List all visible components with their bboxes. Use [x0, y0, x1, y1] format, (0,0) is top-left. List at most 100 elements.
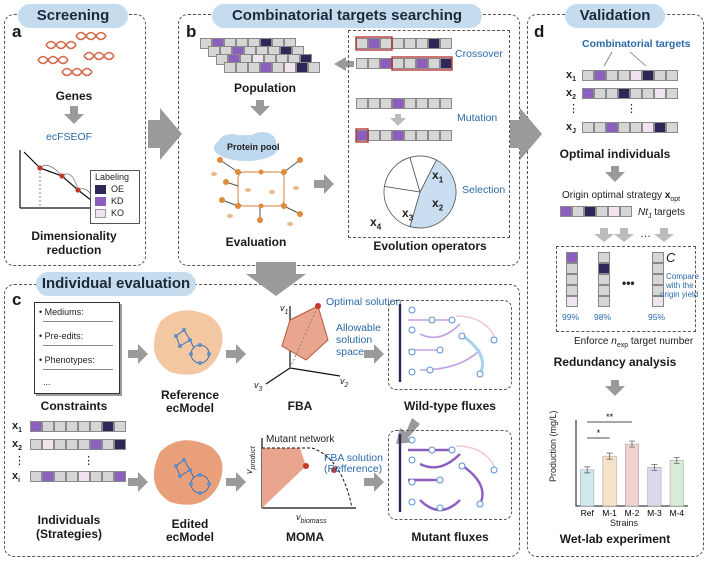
allowable-label-2: solution — [336, 334, 373, 346]
edited-label-2: ecModel — [165, 530, 214, 544]
doc-line — [43, 369, 113, 370]
arrow-a-to-b — [148, 108, 182, 160]
individuals-label-1: Individuals — [37, 513, 101, 527]
mutation-row-1 — [356, 98, 452, 109]
population-label: Population — [234, 81, 296, 95]
vcol-1 — [566, 252, 578, 307]
bar-Ref — [580, 469, 595, 507]
pie-label-x4: x4 — [370, 215, 382, 232]
individual-x1: x1 — [12, 420, 23, 435]
error-bar-Ref — [584, 466, 591, 474]
optimal-individuals-label: Optimal individuals — [559, 147, 671, 161]
tick-label-M-3: M-3 — [647, 508, 662, 518]
origin-strategy-label: Origin optimal strategy xopt — [562, 190, 681, 203]
allowable-label-1: Allowable — [336, 322, 381, 334]
dimensionality-label-1: Dimensionality — [31, 229, 117, 243]
genes-label: Genes — [55, 89, 93, 103]
evolution-operators-label: Evolution operators — [373, 239, 487, 253]
bar-M-2 — [625, 443, 639, 507]
mutant-network-label: Mutant network — [266, 434, 335, 445]
constraints-doc: • Mediums: • Pre-edits: • Phenotypes: ..… — [34, 302, 120, 394]
legend-title: Labeling — [95, 172, 130, 182]
error-bar-M-3 — [651, 463, 658, 471]
tick-label-M-2: M-2 — [625, 508, 640, 518]
letter-b: b — [186, 22, 197, 41]
constraint-phenotypes: • Phenotypes: — [39, 355, 95, 365]
sig-label-1: ** — [606, 412, 614, 422]
nt-targets-label: NtJ targets — [638, 207, 685, 220]
pie-label-x2: x2 — [432, 196, 444, 213]
redundancy-label: Redundancy analysis — [553, 355, 677, 369]
individual-row-1 — [30, 421, 126, 432]
fba-label: FBA — [287, 399, 313, 413]
allowable-label-3: space — [336, 346, 365, 358]
error-bar-M-1 — [606, 452, 613, 460]
axis-v2: v2 — [340, 376, 349, 389]
constraint-mediums: • Mediums: — [39, 307, 84, 317]
header-validation: Validation — [565, 4, 665, 28]
ecfseof-label: ecFSEOF — [46, 131, 93, 143]
legend-kd-label: KD — [111, 196, 124, 206]
arrow-b-to-d — [510, 108, 542, 160]
bar-M-3 — [647, 467, 662, 507]
protein-pool-label: Protein pool — [227, 142, 280, 152]
fba-solution-label-2: (Refference) — [324, 463, 383, 475]
reference-label-2: ecModel — [165, 401, 214, 415]
constraints-label: Constraints — [40, 399, 108, 413]
error-bar-M-2 — [629, 440, 635, 448]
evolution-operators-box — [348, 30, 510, 238]
population-row-3 — [216, 54, 312, 65]
individual-dots: ⋮ ⋮ — [14, 455, 95, 467]
pct-98: 98% — [594, 312, 612, 322]
header-individual-evaluation: Individual evaluation — [36, 272, 196, 296]
letter-a: a — [12, 22, 22, 41]
individual-x2: x2 — [12, 438, 23, 453]
mutant-fluxes-label: Mutant fluxes — [411, 530, 489, 544]
population-row-4 — [224, 62, 320, 73]
optimal-row-label-2: x2 — [566, 87, 577, 102]
enforce-label: Enforce nexp target number — [574, 336, 694, 349]
ellipsis-top: … — [640, 228, 651, 240]
x-axis-label: Strains — [610, 518, 639, 528]
pie-slice-1 — [409, 159, 457, 229]
comb-c-label: C — [666, 250, 676, 265]
optimal-row-1 — [582, 70, 678, 81]
optimal-row-dots: ⋮ — [568, 103, 579, 115]
legend-ko-label: KO — [111, 208, 125, 218]
optimal-row-label-1: x1 — [566, 69, 577, 84]
mutation-row-2 — [356, 130, 452, 141]
labeling-legend: Labeling OE KD KO — [90, 170, 140, 224]
tick-label-M-4: M-4 — [669, 508, 684, 518]
pie-slice-3 — [383, 156, 421, 193]
mutant-flux-box — [388, 430, 512, 520]
constraint-more: ... — [43, 377, 51, 387]
legend-oe-label: OE — [111, 184, 125, 194]
header-combinatorial: Combinatorial targets searching — [212, 4, 482, 28]
legend-ko — [95, 209, 106, 218]
pie-slice-2 — [383, 185, 421, 228]
header-screening: Screening — [18, 4, 128, 28]
wetlab-label: Wet-lab experiment — [559, 532, 671, 546]
letter-d: d — [534, 22, 545, 41]
ellipsis-mid: ••• — [622, 276, 635, 290]
doc-line — [43, 345, 113, 346]
tick-label-M-1: M-1 — [602, 508, 617, 518]
legend-kd — [95, 197, 106, 206]
vcol-3 — [652, 252, 664, 307]
dimensionality-label-2: reduction — [46, 243, 102, 257]
constraint-preedits: • Pre-edits: — [39, 331, 84, 341]
doc-line — [43, 321, 113, 322]
crossover-row-2 — [356, 58, 452, 69]
reference-label-1: Reference — [160, 388, 220, 402]
axis-v1: v1 — [280, 303, 289, 316]
sig-label-2: * — [597, 428, 601, 438]
